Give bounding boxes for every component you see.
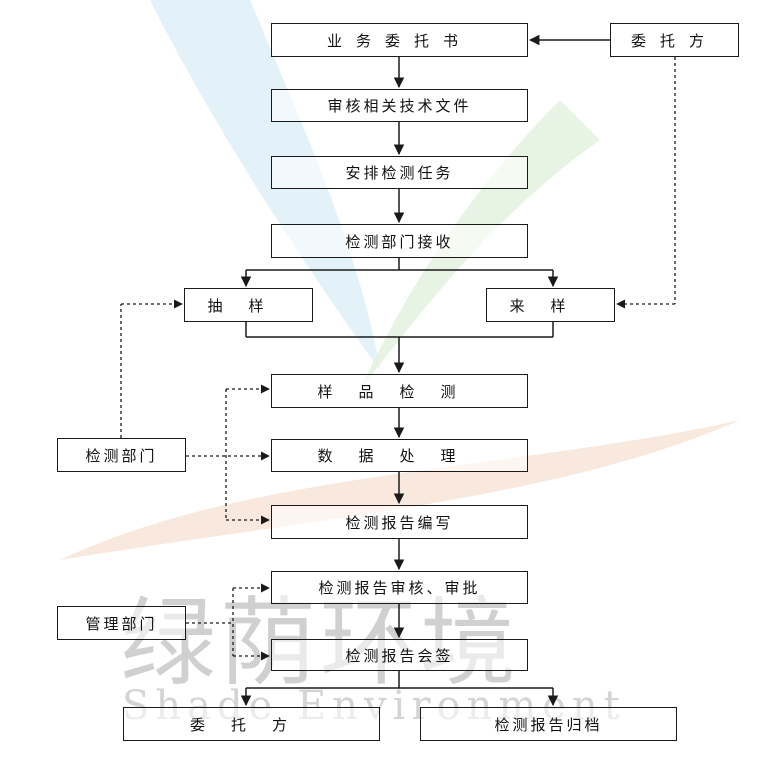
node-report-writing: 检测报告编写 (271, 505, 528, 539)
node-report-countersign: 检测报告会签 (271, 639, 528, 671)
node-client-top: 委托方 (610, 23, 739, 57)
node-data-processing: 数据处理 (271, 439, 528, 472)
node-client-bottom: 委托方 (123, 707, 380, 741)
node-incoming-sample: 来样 (486, 288, 615, 322)
node-dept-receive: 检测部门接收 (271, 224, 528, 258)
node-testing-dept: 检测部门 (57, 438, 186, 472)
node-arrange-task: 安排检测任务 (271, 156, 528, 189)
node-management-dept: 管理部门 (57, 606, 186, 640)
node-sample-test: 样品检测 (271, 374, 528, 408)
node-report-review: 检测报告审核、审批 (271, 571, 528, 604)
node-commission-letter: 业务委托书 (271, 23, 528, 57)
node-report-archive: 检测报告归档 (420, 707, 677, 741)
node-review-docs: 审核相关技术文件 (271, 89, 528, 122)
node-sampling: 抽样 (184, 288, 313, 322)
